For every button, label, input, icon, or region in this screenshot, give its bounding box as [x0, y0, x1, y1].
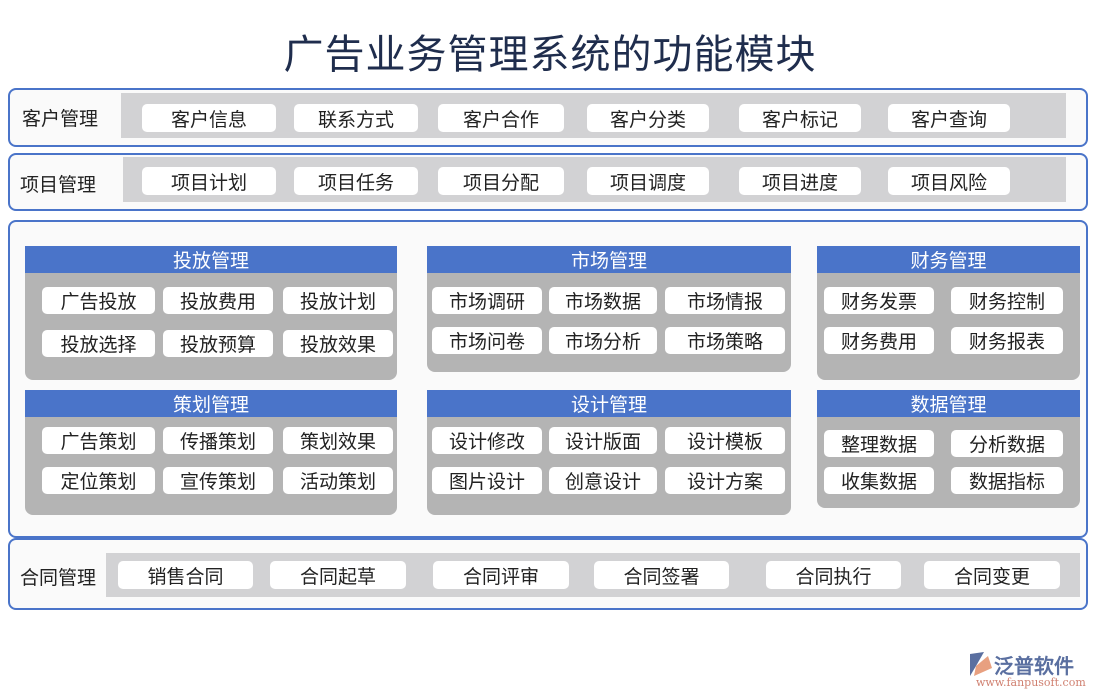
module-item[interactable]: 财务控制 — [951, 287, 1063, 314]
module-item[interactable]: 项目调度 — [587, 167, 709, 195]
module-item[interactable]: 分析数据 — [951, 430, 1063, 457]
module-item[interactable]: 投放预算 — [163, 330, 273, 357]
panel-header: 策划管理 — [25, 390, 397, 417]
module-item[interactable]: 财务报表 — [951, 327, 1063, 354]
module-item[interactable]: 市场问卷 — [432, 327, 542, 354]
panel-header: 财务管理 — [817, 246, 1080, 273]
panel-header: 数据管理 — [817, 390, 1080, 417]
fanpusoft-logo: 泛普软件 www.fanpusoft.com — [962, 646, 1092, 692]
module-item[interactable]: 市场策略 — [665, 327, 785, 354]
module-item[interactable]: 合同评审 — [433, 561, 569, 589]
module-item[interactable]: 投放费用 — [163, 287, 273, 314]
module-item[interactable]: 客户分类 — [587, 104, 709, 132]
module-item[interactable]: 设计修改 — [432, 427, 542, 454]
module-item[interactable]: 项目计划 — [142, 167, 276, 195]
module-item[interactable]: 项目分配 — [438, 167, 564, 195]
module-item[interactable]: 策划效果 — [283, 427, 393, 454]
module-item[interactable]: 宣传策划 — [163, 467, 273, 494]
page-title: 广告业务管理系统的功能模块 — [283, 32, 817, 78]
module-item[interactable]: 定位策划 — [42, 467, 155, 494]
module-item[interactable]: 合同起草 — [270, 561, 406, 589]
module-item[interactable]: 市场数据 — [549, 287, 657, 314]
module-item[interactable]: 广告策划 — [42, 427, 155, 454]
logo-name: 泛普软件 — [994, 654, 1074, 678]
panel-header: 设计管理 — [427, 390, 791, 417]
panel-header: 市场管理 — [427, 246, 791, 273]
module-strip — [106, 553, 1080, 597]
module-item[interactable]: 收集数据 — [824, 467, 934, 494]
row-label: 客户管理 — [22, 108, 99, 130]
module-item[interactable]: 合同变更 — [924, 561, 1060, 589]
row-label: 项目管理 — [20, 174, 97, 196]
module-item[interactable]: 数据指标 — [951, 467, 1063, 494]
module-item[interactable]: 设计版面 — [549, 427, 657, 454]
module-item[interactable]: 项目风险 — [888, 167, 1010, 195]
module-item[interactable]: 项目进度 — [739, 167, 861, 195]
module-item[interactable]: 客户信息 — [142, 104, 276, 132]
module-item[interactable]: 财务发票 — [824, 287, 934, 314]
module-item[interactable]: 图片设计 — [432, 467, 542, 494]
module-item[interactable]: 项目任务 — [294, 167, 418, 195]
module-item[interactable]: 客户标记 — [739, 104, 861, 132]
module-item[interactable]: 投放选择 — [42, 330, 155, 357]
module-item[interactable]: 联系方式 — [294, 104, 418, 132]
module-item[interactable]: 广告投放 — [42, 287, 155, 314]
logo-url: www.fanpusoft.com — [976, 676, 1086, 689]
module-item[interactable]: 销售合同 — [118, 561, 253, 589]
panel-header: 投放管理 — [25, 246, 397, 273]
module-item[interactable]: 合同执行 — [766, 561, 901, 589]
module-item[interactable]: 客户查询 — [888, 104, 1010, 132]
module-item[interactable]: 活动策划 — [283, 467, 393, 494]
module-item[interactable]: 投放计划 — [283, 287, 393, 314]
module-item[interactable]: 市场情报 — [665, 287, 785, 314]
module-item[interactable]: 投放效果 — [283, 330, 393, 357]
module-item[interactable]: 财务费用 — [824, 327, 934, 354]
row-label: 合同管理 — [20, 567, 97, 589]
module-item[interactable]: 传播策划 — [163, 427, 273, 454]
module-item[interactable]: 合同签署 — [594, 561, 729, 589]
module-item[interactable]: 客户合作 — [438, 104, 564, 132]
module-item[interactable]: 创意设计 — [549, 467, 657, 494]
module-item[interactable]: 市场分析 — [549, 327, 657, 354]
module-item[interactable]: 设计模板 — [665, 427, 785, 454]
module-item[interactable]: 市场调研 — [432, 287, 542, 314]
module-item[interactable]: 整理数据 — [824, 430, 934, 457]
module-item[interactable]: 设计方案 — [665, 467, 785, 494]
